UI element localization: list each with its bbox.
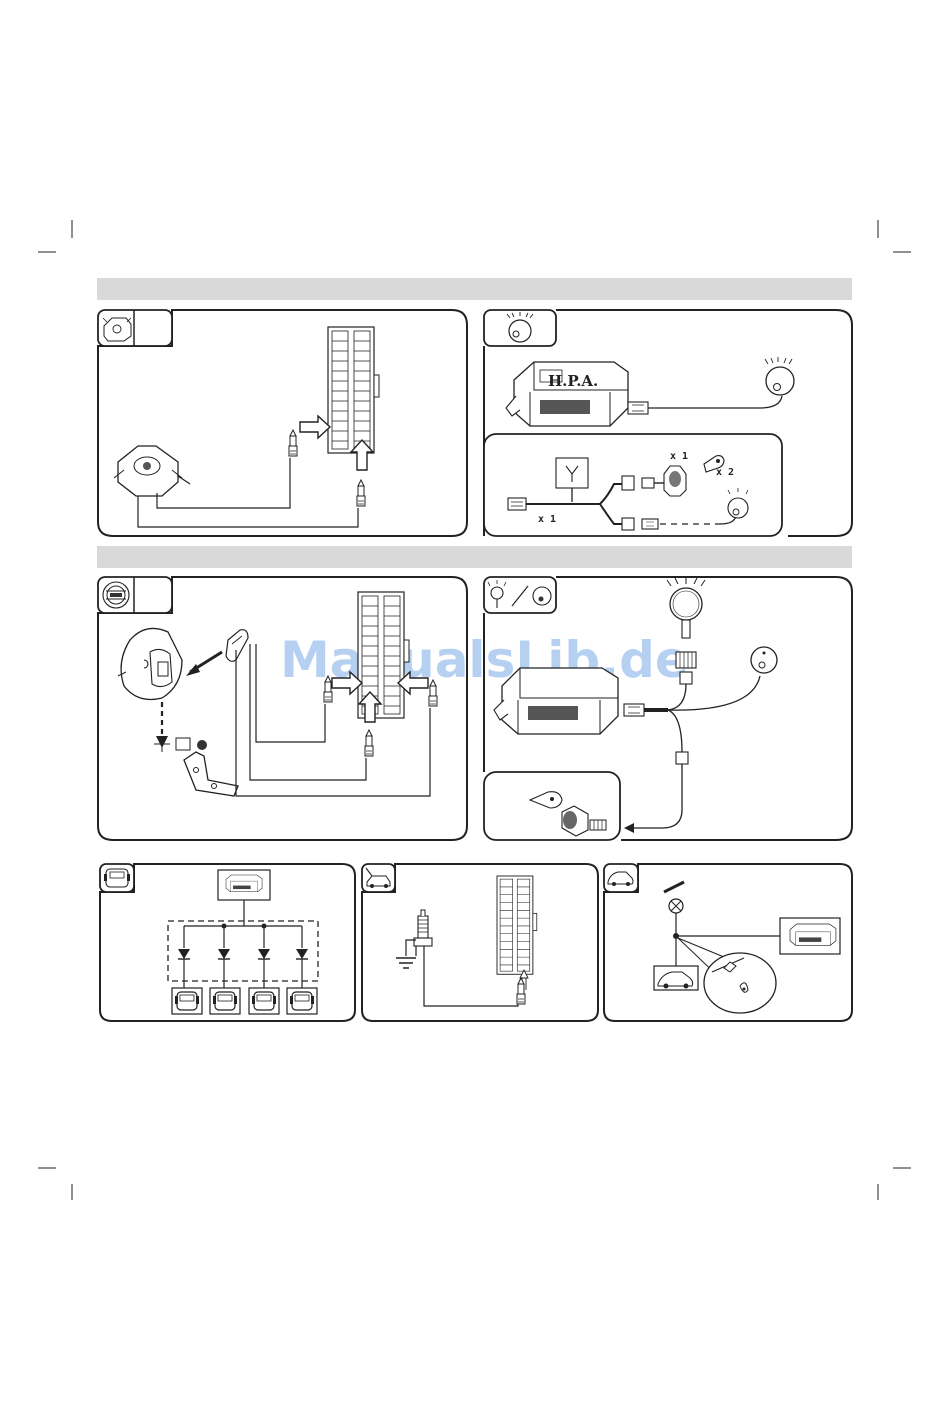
siren-pin-plug-2 [357,480,365,506]
hpa-brand-label: H.P.A. [548,372,598,390]
diode-1 [178,949,190,959]
control-unit-main [494,668,618,734]
mounting-screw-set [154,738,207,752]
car-door-icon [104,869,130,887]
bonnet-push-switch [396,910,432,968]
insert-arrow-right [300,416,330,438]
led-bulb-with-holder [667,577,705,684]
shock-sensor-dome [118,628,182,699]
panel-shock-sensor [98,577,467,840]
section-bar-top [97,278,852,300]
panel-siren-connection [98,310,467,536]
door-switch-2 [210,988,240,1014]
diode-2 [218,949,230,959]
sensor-pin-plug-3 [429,680,437,706]
sensor-pin-plug-2 [365,730,373,756]
siren-pin-plug-1 [289,430,297,456]
detail-magnifier [704,953,776,1013]
panel-led-connection: H.P.A. x 1 x 1 [484,310,852,536]
door-switch-3 [249,988,279,1014]
reader-unit-small [751,647,777,673]
round-sensor-icon [103,582,129,608]
sensor-pin-plug-1 [324,676,332,702]
key-tag-qty-label: x 2 [716,467,734,478]
wiring-connector [328,327,379,453]
led-unit [765,357,794,395]
hpa-control-unit: H.P.A. [506,362,628,426]
panel-bonnet-switch [362,864,598,1021]
panel-ignition-lamp [604,864,852,1021]
panel-key-reader [484,577,852,840]
mounting-bracket [184,752,238,796]
control-unit-icon-2 [790,924,836,945]
led-plug [628,402,648,414]
transponder-qty-label: x 1 [670,451,688,462]
panel-door-diodes [100,864,355,1021]
section-bar-middle [97,546,852,568]
transponder-reader [664,466,686,496]
control-unit-icon [226,875,262,892]
antenna-qty-label: x 1 [538,514,556,525]
bonnet-pin-plug [517,978,525,1004]
antenna-plug [508,498,526,510]
connector-plug [226,630,248,662]
door-switch-4 [287,988,317,1014]
sub-panel-antenna-transponder: x 1 x 1 x 2 [484,434,782,536]
wiring-connector-3 [497,876,537,974]
diode-4 [296,949,308,959]
door-switch-1 [172,988,202,1014]
siren-unit [114,446,190,496]
diode-3 [258,949,270,959]
sub-panel-key-reader [484,772,620,840]
main-plug [624,704,644,716]
